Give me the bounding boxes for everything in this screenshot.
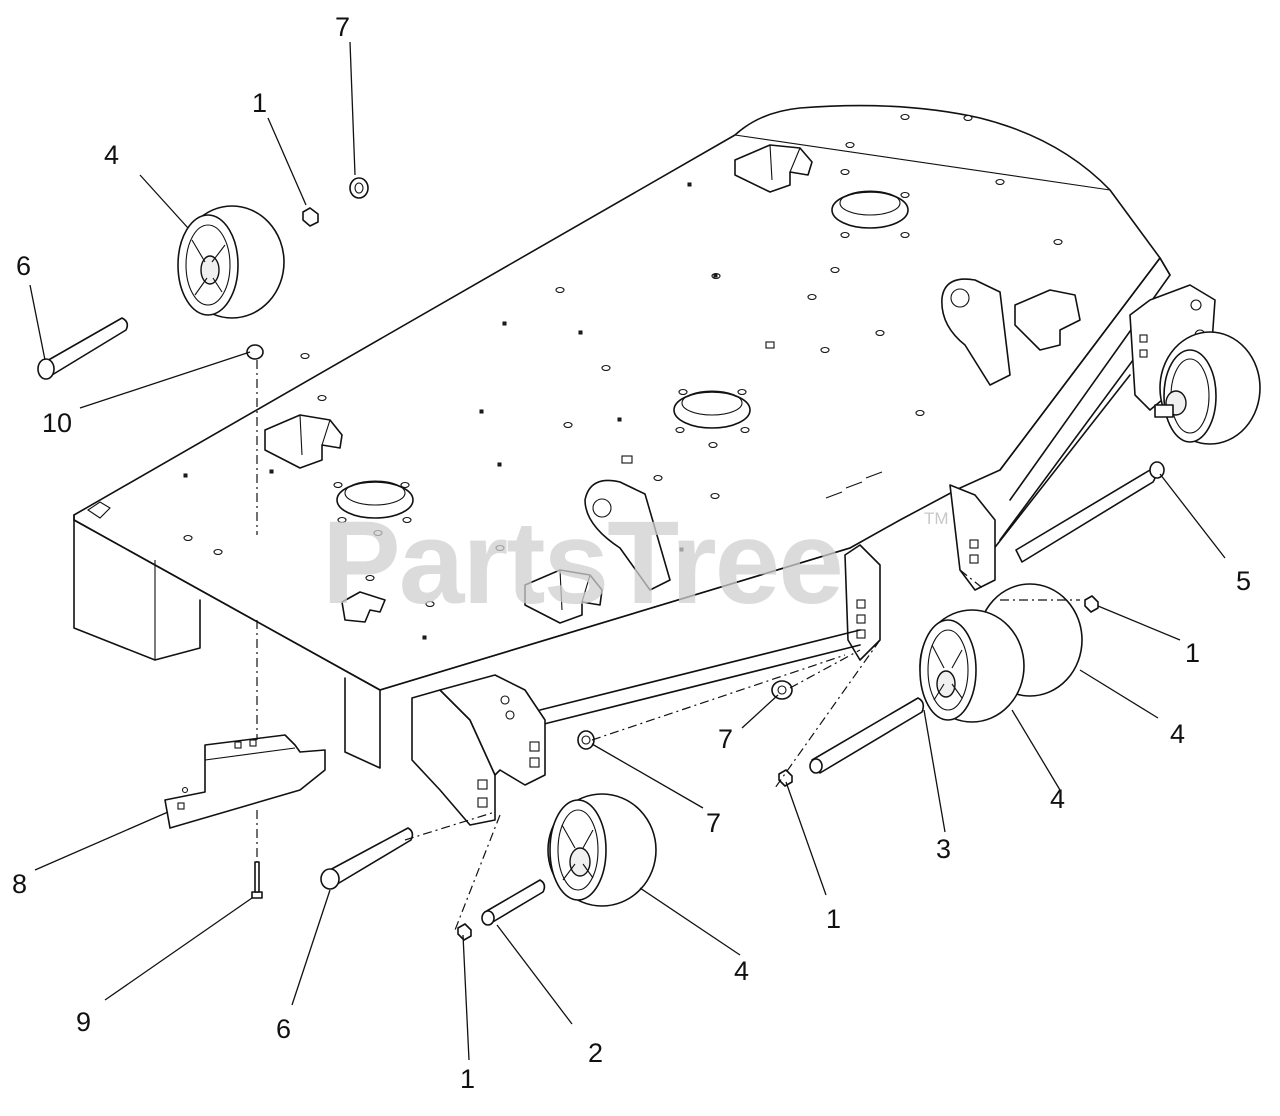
callout-1-mid: 1 bbox=[826, 904, 841, 934]
assembly-lines bbox=[256, 360, 1080, 931]
deck-brackets bbox=[264, 144, 1081, 624]
deck-holes bbox=[183, 113, 1063, 608]
callout-10: 10 bbox=[42, 408, 72, 438]
axle-pin-top-left bbox=[37, 317, 129, 380]
callout-2: 2 bbox=[588, 1038, 603, 1068]
callout-4-right: 4 bbox=[1170, 719, 1185, 749]
callout-5: 5 bbox=[1236, 566, 1251, 596]
callout-1-right: 1 bbox=[1185, 638, 1200, 668]
callout-1-bottom: 1 bbox=[460, 1064, 475, 1094]
callout-1-top: 1 bbox=[252, 88, 267, 118]
hardware bbox=[246, 177, 1099, 941]
callout-9: 9 bbox=[76, 1007, 91, 1037]
callouts: 7 1 4 6 10 5 1 4 4 3 7 7 1 4 2 1 6 9 8 bbox=[12, 12, 1251, 1094]
wheel-top-left bbox=[177, 205, 285, 319]
watermark-text: PartsTree bbox=[322, 497, 842, 629]
callout-7-mid: 7 bbox=[718, 724, 733, 754]
front-left-bracket bbox=[411, 674, 546, 826]
right-side-rail bbox=[949, 257, 1216, 591]
spacer-2 bbox=[481, 879, 546, 926]
pin-6-bottom bbox=[320, 827, 414, 890]
callout-7-top: 7 bbox=[335, 12, 350, 42]
wheel-right-upper bbox=[1154, 331, 1261, 445]
callout-4-bottom: 4 bbox=[734, 956, 749, 986]
watermark: PartsTree TM bbox=[322, 497, 949, 629]
callout-6-bottom: 6 bbox=[276, 1014, 291, 1044]
pin-5 bbox=[1015, 461, 1165, 563]
callout-4-top: 4 bbox=[104, 140, 119, 170]
callout-7-lower: 7 bbox=[706, 808, 721, 838]
wheel-bottom-front bbox=[547, 793, 657, 907]
leader-lines bbox=[29, 41, 1226, 1061]
callout-3: 3 bbox=[936, 834, 951, 864]
axle-3 bbox=[809, 697, 925, 774]
spindle-openings bbox=[336, 190, 909, 519]
mount-plate-8 bbox=[164, 734, 326, 829]
callout-6-top: 6 bbox=[16, 251, 31, 281]
callout-4-mid-right: 4 bbox=[1050, 784, 1065, 814]
callout-8: 8 bbox=[12, 869, 27, 899]
wheel-right-pair-front bbox=[919, 609, 1025, 723]
watermark-trademark: TM bbox=[924, 509, 949, 528]
